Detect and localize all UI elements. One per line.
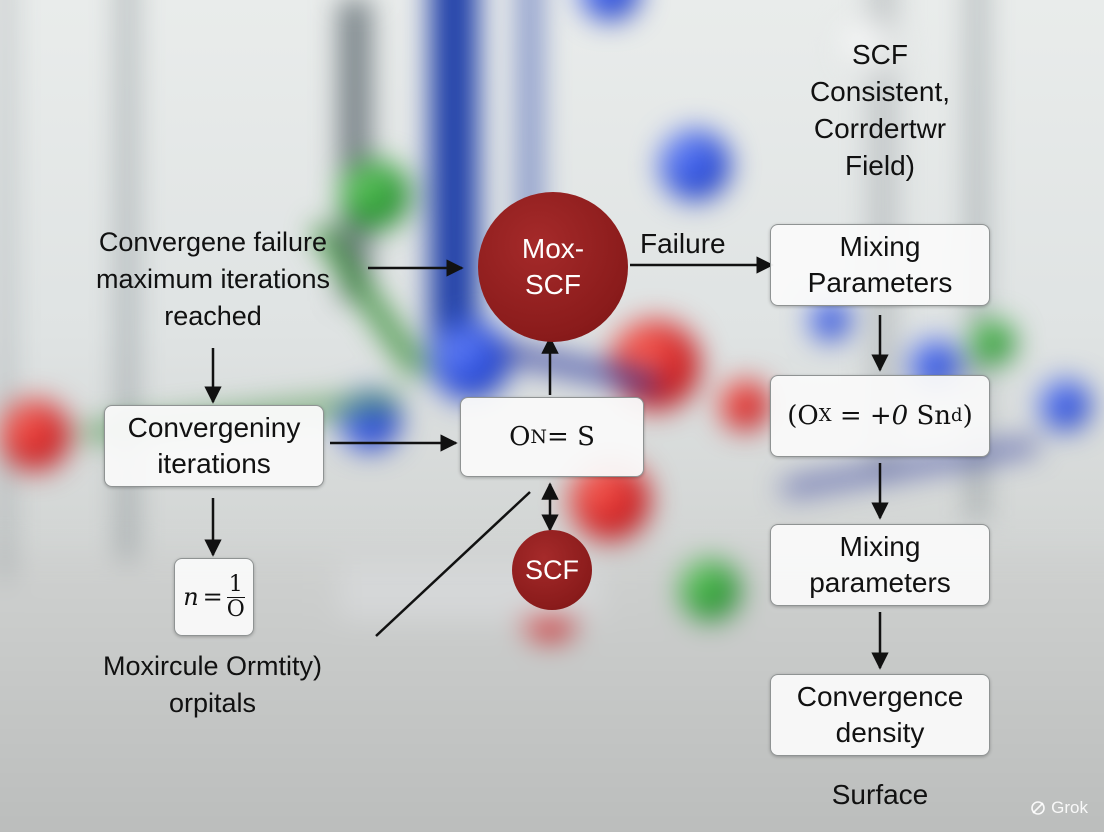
n-fraction: 1 O (226, 571, 245, 622)
failure-description: Convergene failure maximum iterations re… (95, 227, 331, 331)
ox-sub1: X (818, 405, 832, 426)
scf-node: SCF (512, 530, 592, 610)
ox-close: ) (962, 401, 973, 431)
surface-label: Surface (831, 779, 929, 810)
n-denominator: O (226, 596, 245, 622)
ox-sn: Sn (908, 401, 952, 431)
on-base: O (509, 422, 531, 452)
ox-sub2: d (951, 405, 963, 426)
grok-logo-icon (1031, 801, 1045, 815)
on-subscript: N (530, 426, 548, 448)
ox-open: (O (787, 401, 819, 431)
grok-watermark-text: Grok (1051, 798, 1088, 817)
grok-watermark: Grok (1030, 798, 1088, 818)
orbitals-label: Moxircule Ormtity) orpitals (102, 651, 322, 718)
diagonal-connector (375, 491, 531, 637)
converging-iterations-box: Convergeniny iterations (104, 405, 324, 487)
mox-scf-node: Mox- SCF (478, 192, 628, 342)
scf-title: SCF Consistent, Corrdertwr Field) (809, 39, 951, 181)
failure-label: Failure (640, 228, 726, 259)
mixing-parameters-box: Mixing Parameters (770, 224, 990, 306)
ox-zero: 0 (891, 401, 909, 431)
convergence-density-box: Convergence density (770, 674, 990, 756)
ox-mid: = + (831, 401, 892, 431)
on-rest: = S (547, 422, 595, 452)
n-lhs: n (183, 583, 199, 611)
n-formula-box: n = 1 O (174, 558, 254, 636)
mixing-parameters-lower-box: Mixing parameters (770, 524, 990, 606)
n-numerator: 1 (226, 571, 245, 598)
n-eq: = (202, 583, 223, 611)
